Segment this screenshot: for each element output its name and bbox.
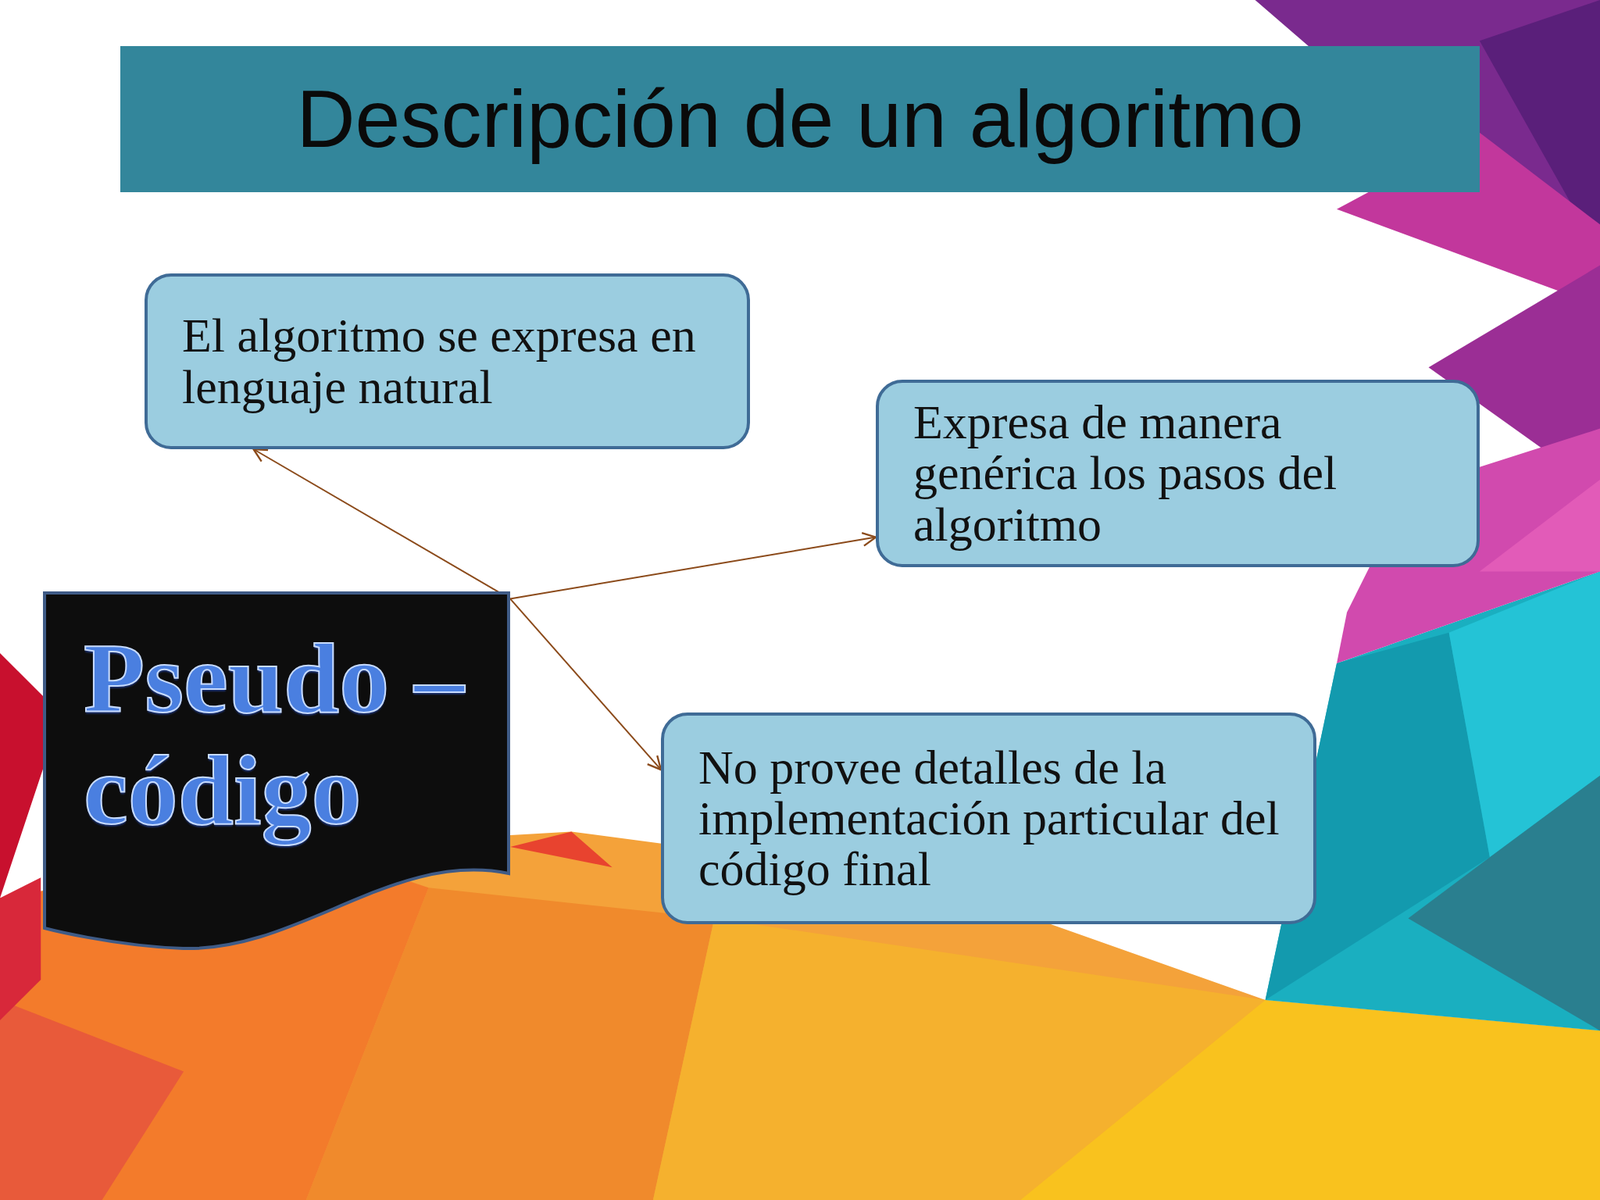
arrow-connector	[510, 537, 876, 600]
document-box: Pseudo – código	[42, 591, 511, 960]
background-shape	[1407, 775, 1600, 1032]
info-box: Expresa de manera genérica los pasos del…	[875, 379, 1480, 568]
arrow-connector	[253, 449, 511, 599]
arrow-connector	[510, 598, 661, 770]
background-shape	[1479, 479, 1600, 572]
info-box: El algoritmo se expresa en lenguaje natu…	[144, 273, 750, 450]
node-text: No provee detalles de la implementación …	[698, 742, 1290, 895]
background-shape	[1020, 1000, 1600, 1200]
node-text: El algoritmo se expresa en lenguaje natu…	[182, 310, 724, 412]
document-outline	[44, 592, 509, 949]
node-heading: Pseudo – código	[83, 622, 495, 847]
background-shape	[510, 831, 613, 868]
background-shape	[0, 877, 41, 1021]
node-text: Expresa de manera genérica los pasos del…	[913, 396, 1454, 550]
background-shape	[0, 1000, 184, 1200]
title-text: Descripción de un algoritmo	[120, 46, 1480, 193]
info-box: No provee detalles de la implementación …	[660, 712, 1317, 925]
